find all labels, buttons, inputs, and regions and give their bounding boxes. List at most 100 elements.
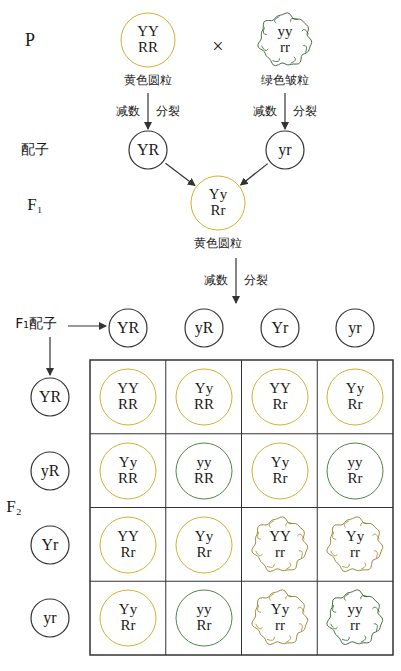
genotype-text: YY RR (114, 381, 143, 413)
wrinkle-stroke (344, 521, 349, 528)
genotype-text: Yy rr (266, 602, 295, 634)
wrinkle-stroke (256, 551, 263, 556)
gamete-circle-outline (261, 309, 299, 347)
wrinkle-stroke (361, 596, 368, 600)
wrinkle-stroke (361, 523, 368, 527)
genotype-text: yy Rr (341, 455, 370, 487)
genotype-text: Yy Rr (266, 455, 295, 487)
wrinkle-stroke (374, 551, 378, 558)
wrinkled-seed (252, 517, 308, 572)
pea-seed: Yy rr (251, 589, 309, 647)
genotype-text: yr (43, 610, 56, 627)
genotype-text: Yy Rr (204, 187, 233, 219)
round-seed (100, 517, 156, 573)
pea-seed: yy rr (326, 589, 384, 647)
wrinkle-stroke (361, 562, 366, 569)
round-seed (252, 443, 308, 499)
pea-seed: Yy RR (99, 442, 157, 500)
gamete-circle-outline (31, 599, 69, 637)
round-seed (176, 443, 232, 499)
pea-seed: Yy Rr (251, 442, 309, 500)
phenotype-heading: 绿色皱粒 (261, 72, 309, 89)
wrinkle-stroke (269, 521, 274, 528)
phenotype-heading: 黄色圆粒 (194, 235, 242, 252)
pea-seed: Yy rr (326, 516, 384, 574)
round-seed (176, 517, 232, 573)
genotype-text: YY RR (134, 24, 163, 56)
gamete-circle: yr (30, 598, 70, 638)
wrinkle-stroke (299, 551, 303, 558)
process-label: 减数 分裂 (116, 103, 180, 120)
gamete-circle-outline (336, 309, 374, 347)
wrinkle-stroke (361, 635, 366, 642)
punnett-grid (90, 360, 393, 655)
pea-seed: YY RR (99, 368, 157, 426)
genotype-text: yR (195, 320, 214, 337)
round-seed (252, 369, 308, 425)
pea-seed: Yy RR (175, 368, 233, 426)
gamete-circle: YR (108, 308, 148, 348)
wrinkle-stroke (372, 534, 379, 539)
genotype-text: yy Rr (190, 602, 219, 634)
genotype-text: Yr (272, 320, 289, 337)
wrinkle-stroke (267, 637, 274, 641)
wrinkle-stroke (256, 624, 263, 629)
genotype-text: YR (117, 320, 139, 337)
pea-seed: YY RR黄色圆粒 (120, 12, 176, 68)
wrinkle-stroke (372, 607, 379, 612)
wrinkle-stroke (286, 596, 293, 600)
wrinkle-stroke (263, 27, 266, 34)
genotype-text: Yy RR (114, 455, 143, 487)
gamete-circle-outline (31, 452, 69, 490)
wrinkle-stroke (269, 594, 274, 601)
genotype-text: Yy rr (341, 529, 370, 561)
genotype-text: Yr (42, 537, 59, 554)
genotype-text: yr (348, 320, 361, 337)
generation-label: × (212, 35, 223, 58)
wrinkled-seed (327, 517, 383, 572)
generation-label: 配子 (21, 141, 49, 159)
genotype-text: YR (137, 142, 159, 159)
wrinkle-stroke (291, 18, 298, 21)
round-seed (100, 443, 156, 499)
pointer-arrow (68, 325, 106, 326)
generation-label: F₂ (6, 497, 21, 517)
genotype-text: Yy RR (190, 381, 219, 413)
genotype-text: yy rr (341, 602, 370, 634)
genotype-text: YY Rr (266, 381, 295, 413)
pea-seed: yy Rr (175, 589, 233, 647)
round-seed (100, 369, 156, 425)
wrinkle-stroke (303, 46, 306, 53)
genotype-text: Yy Rr (341, 381, 370, 413)
pea-seed: yy rr绿色皱粒 (257, 12, 313, 68)
round-seed (191, 176, 245, 230)
gamete-circle-outline (185, 309, 223, 347)
round-seed (100, 590, 156, 646)
round-seed (176, 369, 232, 425)
pea-seed: YY rr (251, 516, 309, 574)
gamete-circle: yR (30, 451, 70, 491)
genotype-text: yr (278, 142, 291, 159)
wrinkle-stroke (331, 624, 338, 629)
gamete-circle: YR (30, 377, 70, 417)
wrinkle-stroke (272, 58, 279, 61)
connector-arrow (241, 164, 268, 185)
pea-seed: Yy Rr黄色圆粒 (190, 175, 246, 231)
connector-arrow (166, 163, 195, 185)
genotype-text: Yy Rr (190, 529, 219, 561)
gamete-circle-outline (31, 526, 69, 564)
wrinkle-stroke (286, 635, 291, 642)
genotype-text: yy rr (271, 24, 300, 56)
genotype-text: yR (41, 463, 60, 480)
wrinkle-stroke (258, 532, 262, 539)
pea-seed: Yy Rr (99, 589, 157, 647)
generation-label: F₁ (27, 195, 42, 215)
gamete-circle: yr (265, 130, 305, 170)
wrinkle-stroke (342, 637, 349, 641)
round-seed (121, 13, 175, 67)
gamete-circle: yR (184, 308, 224, 348)
genotype-text: YY Rr (114, 529, 143, 561)
gamete-circle-outline (109, 309, 147, 347)
generation-label: F₁配子 (15, 315, 57, 333)
